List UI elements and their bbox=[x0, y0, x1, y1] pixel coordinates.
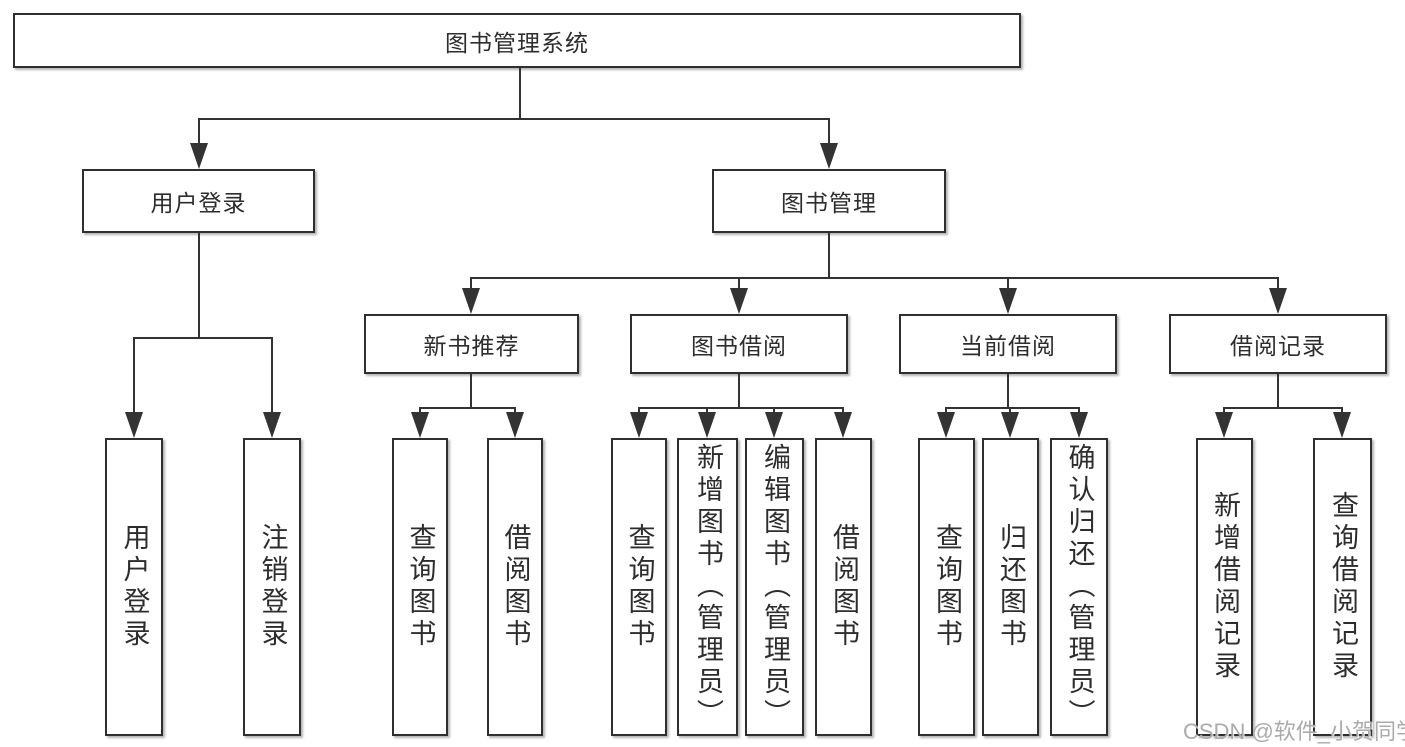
connector-line bbox=[638, 407, 844, 409]
arrow-down-icon bbox=[1269, 288, 1287, 314]
connector-line bbox=[271, 337, 273, 415]
leaf-logout: 注销登录 bbox=[243, 438, 301, 736]
node-label: 借阅记录 bbox=[1230, 333, 1326, 359]
node-label: 编辑图书（管理员） bbox=[760, 443, 790, 731]
leaf-current-query-book: 查询图书 bbox=[918, 438, 975, 736]
arrow-down-icon bbox=[462, 288, 480, 314]
node-label: 当前借阅 bbox=[960, 333, 1056, 359]
leaf-borrowing-borrow-book: 借阅图书 bbox=[815, 438, 872, 736]
node-new-book-recommend: 新书推荐 bbox=[364, 314, 579, 374]
leaf-user-login: 用户登录 bbox=[105, 438, 163, 736]
arrow-down-icon bbox=[999, 288, 1017, 314]
arrow-down-icon bbox=[263, 412, 281, 438]
node-label: 图书管理 bbox=[781, 190, 877, 216]
arrow-down-icon bbox=[820, 143, 838, 169]
connector-line bbox=[1078, 407, 1080, 415]
leaf-newbook-query-book: 查询图书 bbox=[392, 438, 448, 736]
connector-line bbox=[1223, 407, 1225, 415]
arrow-down-icon bbox=[1333, 412, 1351, 438]
node-label: 用户登录 bbox=[150, 190, 247, 216]
connector-line bbox=[945, 407, 1079, 409]
arrow-down-icon bbox=[190, 143, 208, 169]
leaf-borrowing-query-book: 查询图书 bbox=[611, 438, 667, 736]
leaf-current-confirm-return-admin: 确认归还（管理员） bbox=[1050, 438, 1108, 736]
leaf-borrowing-edit-book-admin: 编辑图书（管理员） bbox=[745, 438, 804, 736]
connector-line bbox=[738, 374, 740, 409]
connector-line bbox=[706, 407, 708, 415]
connector-line bbox=[828, 118, 830, 146]
connector-line bbox=[1277, 277, 1279, 291]
node-label: 查询图书 bbox=[932, 523, 962, 651]
connector-line bbox=[519, 68, 521, 119]
connector-line bbox=[1007, 374, 1009, 409]
connector-line bbox=[470, 374, 472, 409]
connector-line bbox=[198, 118, 200, 146]
node-book-borrowing: 图书借阅 bbox=[630, 314, 848, 374]
connector-line bbox=[945, 407, 947, 415]
connector-line bbox=[828, 233, 830, 278]
node-label: 借阅图书 bbox=[829, 523, 859, 651]
node-label: 查询图书 bbox=[405, 523, 436, 651]
node-label: 新书推荐 bbox=[423, 333, 520, 359]
connector-line bbox=[1341, 407, 1343, 415]
leaf-newbook-borrow-book: 借阅图书 bbox=[487, 438, 543, 736]
connector-line bbox=[133, 337, 135, 415]
arrow-down-icon bbox=[411, 412, 429, 438]
arrow-down-icon bbox=[1215, 412, 1233, 438]
arrow-down-icon bbox=[730, 288, 748, 314]
node-label: 新增借阅记录 bbox=[1210, 491, 1240, 683]
arrow-down-icon bbox=[937, 412, 955, 438]
arrow-down-icon bbox=[834, 412, 852, 438]
connector-line bbox=[198, 118, 830, 120]
node-label: 归还图书 bbox=[996, 523, 1026, 651]
leaf-records-add-record: 新增借阅记录 bbox=[1196, 438, 1253, 736]
node-borrowing-records: 借阅记录 bbox=[1169, 314, 1387, 374]
connector-line bbox=[773, 407, 775, 415]
connector-line bbox=[1009, 407, 1011, 415]
node-label: 查询借阅记录 bbox=[1328, 491, 1358, 683]
arrow-down-icon bbox=[1070, 412, 1088, 438]
connector-line bbox=[419, 407, 516, 409]
connector-line bbox=[419, 407, 421, 415]
node-current-borrowing: 当前借阅 bbox=[899, 314, 1117, 374]
arrow-down-icon bbox=[765, 412, 783, 438]
node-root: 图书管理系统 bbox=[13, 13, 1021, 68]
connector-line bbox=[470, 277, 472, 291]
arrow-down-icon bbox=[698, 412, 716, 438]
connector-line bbox=[514, 407, 516, 415]
arrow-down-icon bbox=[506, 412, 524, 438]
node-label: 图书管理系统 bbox=[445, 29, 589, 56]
connector-line bbox=[842, 407, 844, 415]
connector-line bbox=[638, 407, 640, 415]
leaf-current-return-book: 归还图书 bbox=[982, 438, 1039, 736]
node-book-management: 图书管理 bbox=[712, 169, 946, 233]
node-label: 用户登录 bbox=[119, 523, 150, 651]
connector-line bbox=[1277, 374, 1279, 409]
connector-line bbox=[738, 277, 740, 291]
node-label: 新增图书（管理员） bbox=[693, 443, 723, 731]
connector-line bbox=[133, 337, 273, 339]
leaf-borrowing-add-book-admin: 新增图书（管理员） bbox=[677, 438, 738, 736]
node-label: 图书借阅 bbox=[691, 333, 787, 359]
leaf-records-query-record: 查询借阅记录 bbox=[1313, 438, 1372, 736]
connector-line bbox=[198, 233, 200, 338]
node-label: 确认归还（管理员） bbox=[1064, 443, 1095, 731]
node-label: 查询图书 bbox=[624, 523, 655, 651]
connector-line bbox=[1223, 407, 1342, 409]
arrow-down-icon bbox=[1001, 412, 1019, 438]
node-user-login: 用户登录 bbox=[82, 169, 315, 233]
arrow-down-icon bbox=[630, 412, 648, 438]
node-label: 注销登录 bbox=[257, 523, 288, 651]
connector-line bbox=[470, 277, 1279, 279]
node-label: 借阅图书 bbox=[500, 523, 531, 651]
watermark: CSDN @软件_小贺同学 bbox=[1183, 719, 1405, 744]
connector-line bbox=[1007, 277, 1009, 291]
arrow-down-icon bbox=[125, 412, 143, 438]
